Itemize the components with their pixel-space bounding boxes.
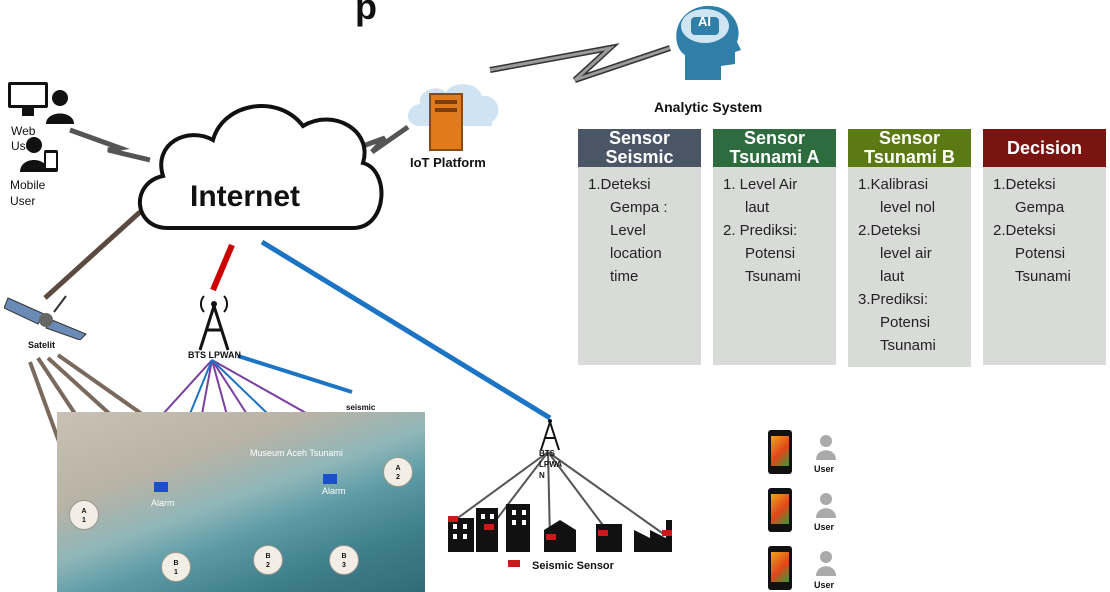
panel-item: 1.Deteksi [588, 176, 651, 193]
bts-link [210, 243, 235, 292]
sensor-node-a1: A 1 [69, 500, 99, 530]
panel-item: Tsunami [745, 268, 801, 285]
panel-item: level air [880, 245, 932, 262]
user-label: User [814, 522, 835, 532]
panel-title: Sensor Tsunami B [848, 129, 971, 167]
smartphone-screen [771, 552, 789, 582]
sensor-node-a2: A 2 [383, 457, 413, 487]
alarm-icon [154, 482, 168, 492]
panel-sensor-tsunami-a: Sensor Tsunami A 1. Level Air laut 2. Predi… [713, 129, 836, 365]
alarm-label: Alarm [151, 498, 175, 508]
title-fragment: p [355, 0, 377, 27]
panel-title: Sensor Seismic [578, 129, 701, 167]
alarm-icon [323, 474, 337, 484]
ai-brain-icon [676, 5, 741, 81]
ai-link-fill [489, 45, 671, 82]
iot-platform-label: IoT Platform [410, 155, 486, 170]
panel-item: Gempa : [610, 199, 668, 216]
coastal-map: Museum Aceh Tsunami Alarm Alarm A 1 A 2 … [57, 412, 425, 592]
mobile-user-label: Mobile User [10, 178, 46, 208]
panel-item: Potensi [1015, 245, 1066, 262]
user-icon [816, 434, 836, 460]
panel-item: Potensi [880, 314, 931, 331]
panel-item: laut [880, 268, 905, 285]
panel-item: 1.Kalibrasi [858, 176, 929, 193]
bts-lpwan-secondary-label: BTS LPWA N [539, 449, 563, 480]
panel-item: time [610, 268, 639, 285]
web-user-icon [8, 82, 74, 124]
smartphone-icon [768, 546, 792, 590]
panel-item: Level [610, 222, 646, 239]
bts2-link [260, 239, 552, 421]
panel-item: 1.Deteksi [993, 176, 1056, 193]
user-icon [816, 492, 836, 518]
panel-item: location [610, 245, 662, 262]
panel-item: level nol [880, 199, 936, 216]
panel-item: 2.Deteksi [858, 222, 921, 239]
panel-item: 3.Prediksi: [858, 291, 929, 308]
seismic-sensor-swatch [508, 560, 520, 567]
sensor-node-b3: B 3 [329, 545, 359, 575]
satellite-icon [4, 295, 87, 340]
panel-item: 2. Prediksi: [723, 222, 798, 239]
panel-item: Potensi [745, 245, 796, 262]
buildings-icon [448, 504, 672, 552]
bts-tower-icon [540, 419, 560, 451]
panel-item: 2.Deteksi [993, 222, 1056, 239]
satellite-link [43, 210, 142, 300]
user-label: User [814, 464, 835, 474]
smartphone-screen [771, 494, 789, 524]
panel-sensor-tsunami-b: Sensor Tsunami B 1.Kalibrasi level nol 2.De… [848, 129, 971, 367]
iot-server-icon [408, 84, 499, 151]
panel-title: Decision [983, 129, 1106, 167]
users-link [69, 127, 151, 163]
analytic-system-label: Analytic System [654, 99, 763, 115]
sensor-node-b2: B 2 [253, 545, 283, 575]
user-icon [816, 550, 836, 576]
panel-item: 1. Level Air [723, 176, 798, 193]
smartphone-icon [768, 430, 792, 474]
museum-label: Museum Aceh Tsunami [250, 448, 343, 458]
internet-label: Internet [190, 180, 301, 213]
sensor-node-b1: B 1 [161, 552, 191, 582]
panel-title: Sensor Tsunami A [713, 129, 836, 167]
panel-item: Tsunami [880, 337, 936, 354]
alarm-label: Alarm [322, 486, 346, 496]
seismic-sensor-legend: Seismic Sensor [532, 560, 614, 572]
smartphone-screen [771, 436, 789, 466]
user-label: User [814, 580, 835, 590]
panel-item: Gempa [1015, 199, 1065, 216]
panel-item: Tsunami [1015, 268, 1071, 285]
ai-badge: AI [698, 14, 711, 29]
satellite-label: Satelit [28, 340, 56, 350]
internet-cloud-icon [137, 103, 384, 230]
panel-item: laut [745, 199, 770, 216]
smartphone-icon [768, 488, 792, 532]
mobile-user-icon [20, 137, 58, 172]
bts-lpwan-label: BTS LPWAN [188, 350, 241, 360]
panel-body: 1.Kalibrasi level nol 2.Deteksi level air la… [848, 167, 971, 357]
seismic-node-label: seismic [346, 403, 376, 412]
bts-tower-icon [198, 295, 230, 351]
